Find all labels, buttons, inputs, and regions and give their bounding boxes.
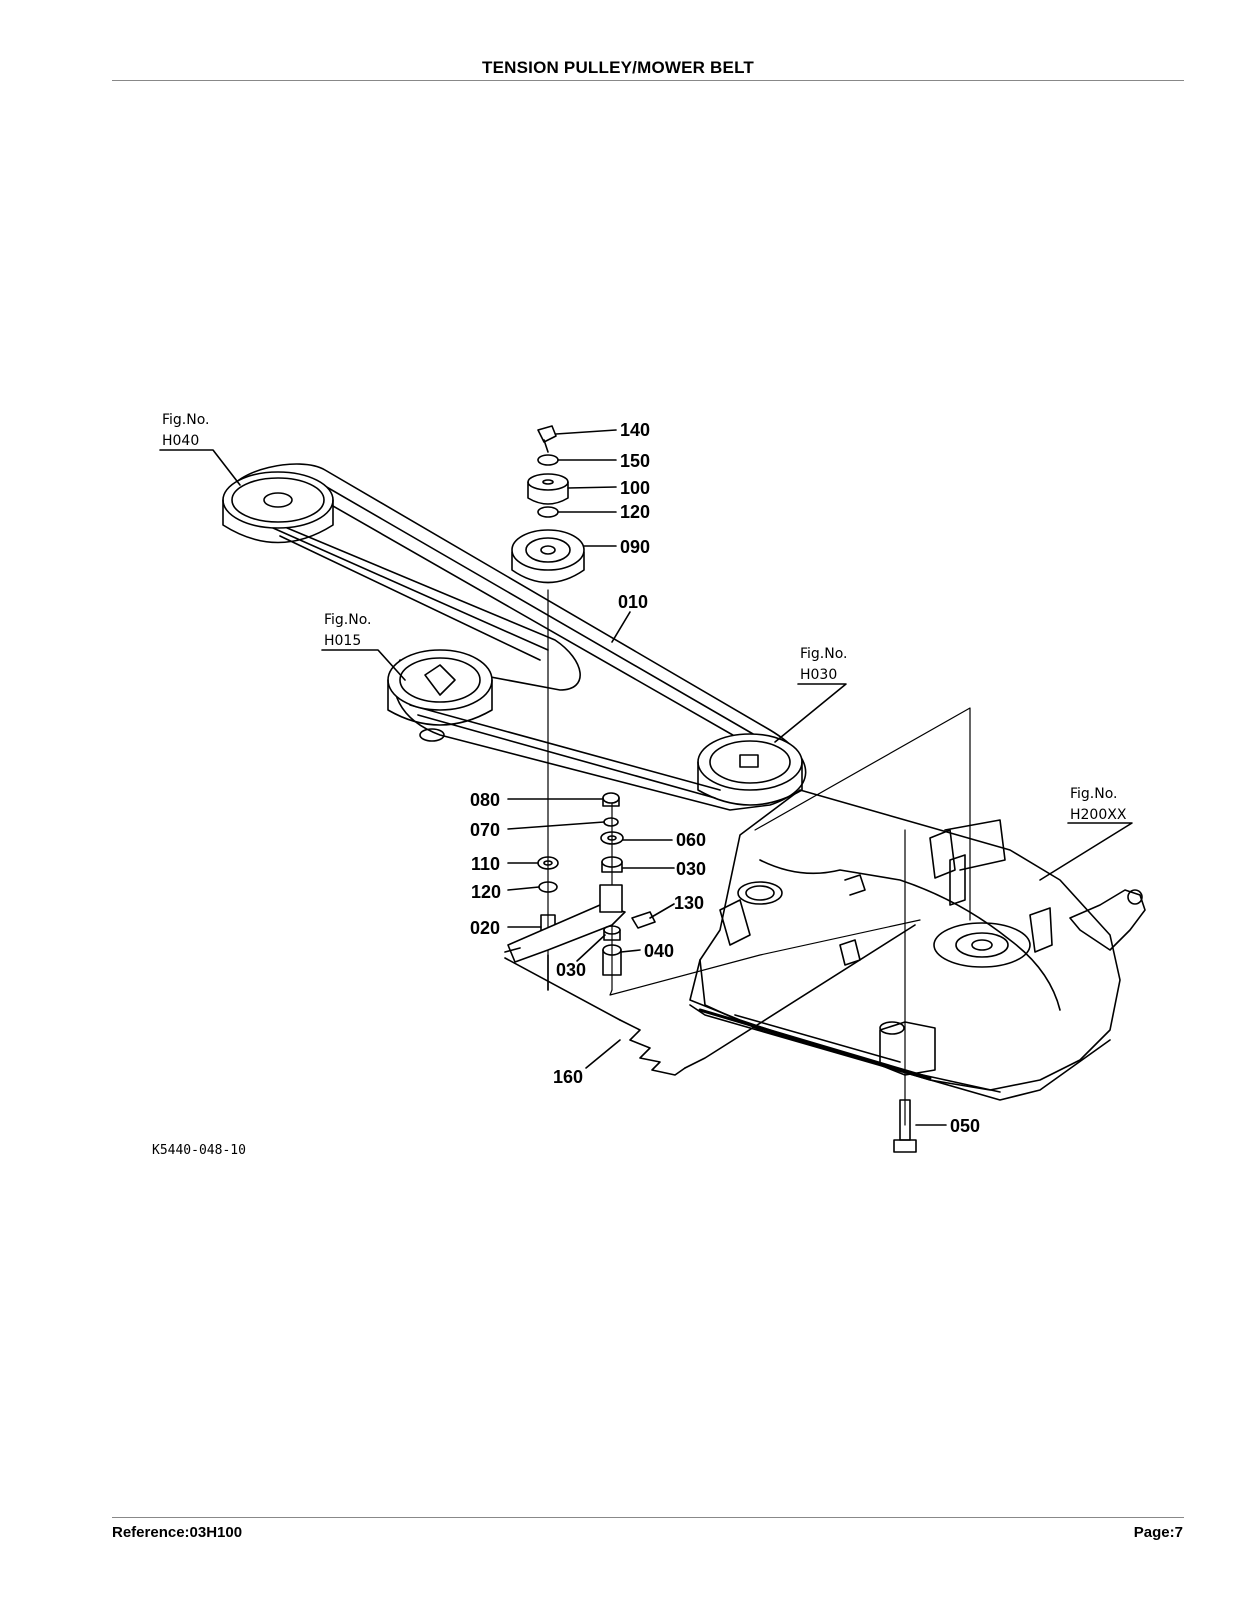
- tension-arm: [504, 884, 626, 963]
- callout-100: 100: [620, 478, 650, 498]
- collar-060: [600, 831, 624, 845]
- bolt-050: [893, 1099, 917, 1153]
- washer-070: [603, 817, 619, 827]
- callout-150: 150: [620, 451, 650, 471]
- header-rule: [112, 80, 1184, 81]
- callout-110: 110: [471, 854, 500, 874]
- fig-ref-h015-label: Fig.No.: [324, 612, 372, 628]
- fig-ref-h040-code: H040: [162, 433, 199, 449]
- washer-150: [537, 454, 559, 466]
- fig-ref-h200xx-code: H200XX: [1070, 807, 1127, 823]
- callout-120-top: 120: [620, 502, 650, 522]
- callout-070: 070: [470, 820, 500, 840]
- spring-160: [504, 924, 916, 1076]
- pulley-h015: [387, 649, 493, 742]
- bolt-140: [537, 425, 557, 453]
- page-title: TENSION PULLEY/MOWER BELT: [482, 58, 754, 77]
- callout-020: 020: [470, 918, 500, 938]
- fig-ref-h015-code: H015: [324, 633, 361, 649]
- footer-reference: Reference:03H100: [112, 1524, 243, 1541]
- tension-pulley-090: [511, 529, 585, 584]
- callout-040: 040: [644, 941, 674, 961]
- mower-deck: [689, 789, 1146, 1101]
- fig-ref-h200xx-label: Fig.No.: [1070, 786, 1118, 802]
- callout-090: 090: [620, 537, 650, 557]
- bushing-030-top: [601, 856, 623, 873]
- pulley-h040: [222, 471, 334, 544]
- pulley-h030: [697, 733, 803, 806]
- fig-ref-h030-code: H030: [800, 667, 837, 683]
- footer-rule: [112, 1517, 1184, 1518]
- collar-040: [602, 944, 622, 976]
- callout-010: 010: [618, 592, 648, 612]
- washer-120-top: [537, 506, 559, 518]
- footer-page-number: Page:7: [1133, 1524, 1183, 1541]
- callout-140: 140: [620, 420, 650, 440]
- bushing-100: [527, 473, 569, 505]
- grease-nipple-130: [631, 911, 656, 929]
- callout-130: 130: [674, 893, 704, 913]
- callout-050: 050: [950, 1116, 980, 1136]
- callout-120: 120: [471, 882, 501, 902]
- drawing-number: K5440-048-10: [152, 1143, 246, 1158]
- callout-030-bottom: 030: [556, 960, 586, 980]
- nut-080: [602, 792, 620, 807]
- fig-ref-h030-label: Fig.No.: [800, 646, 848, 662]
- callout-080: 080: [470, 790, 500, 810]
- callout-160: 160: [553, 1067, 583, 1087]
- fig-ref-h040-label: Fig.No.: [162, 412, 210, 428]
- callout-060: 060: [676, 830, 706, 850]
- callout-030-top: 030: [676, 859, 706, 879]
